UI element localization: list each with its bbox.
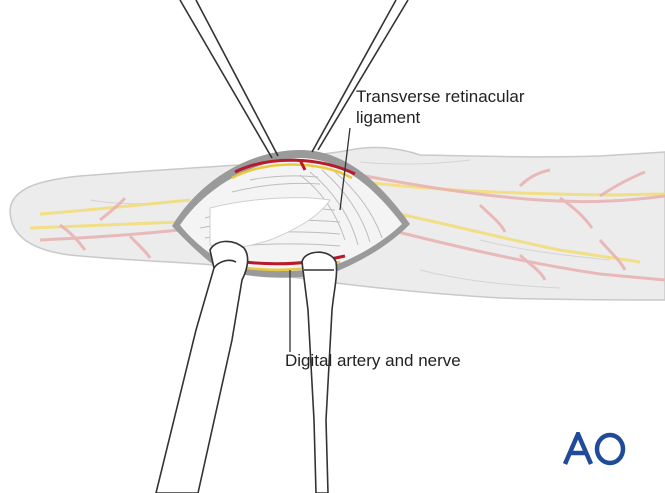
- ligament-label-line1: Transverse retinacular: [356, 87, 525, 106]
- faded-arteries: [39, 168, 665, 282]
- ligament-label: Transverse retinacular ligament: [356, 86, 525, 128]
- retractor-wires: [179, 0, 409, 159]
- leader-lines: [289, 127, 351, 352]
- ao-logo-letter-a: [563, 432, 594, 465]
- ligament-label-line2: ligament: [356, 108, 421, 127]
- forceps: [155, 240, 338, 493]
- artery-nerve-label: Digital artery and nerve: [285, 351, 461, 370]
- ao-logo-letter-o: [594, 432, 626, 466]
- ao-logo: [563, 432, 626, 466]
